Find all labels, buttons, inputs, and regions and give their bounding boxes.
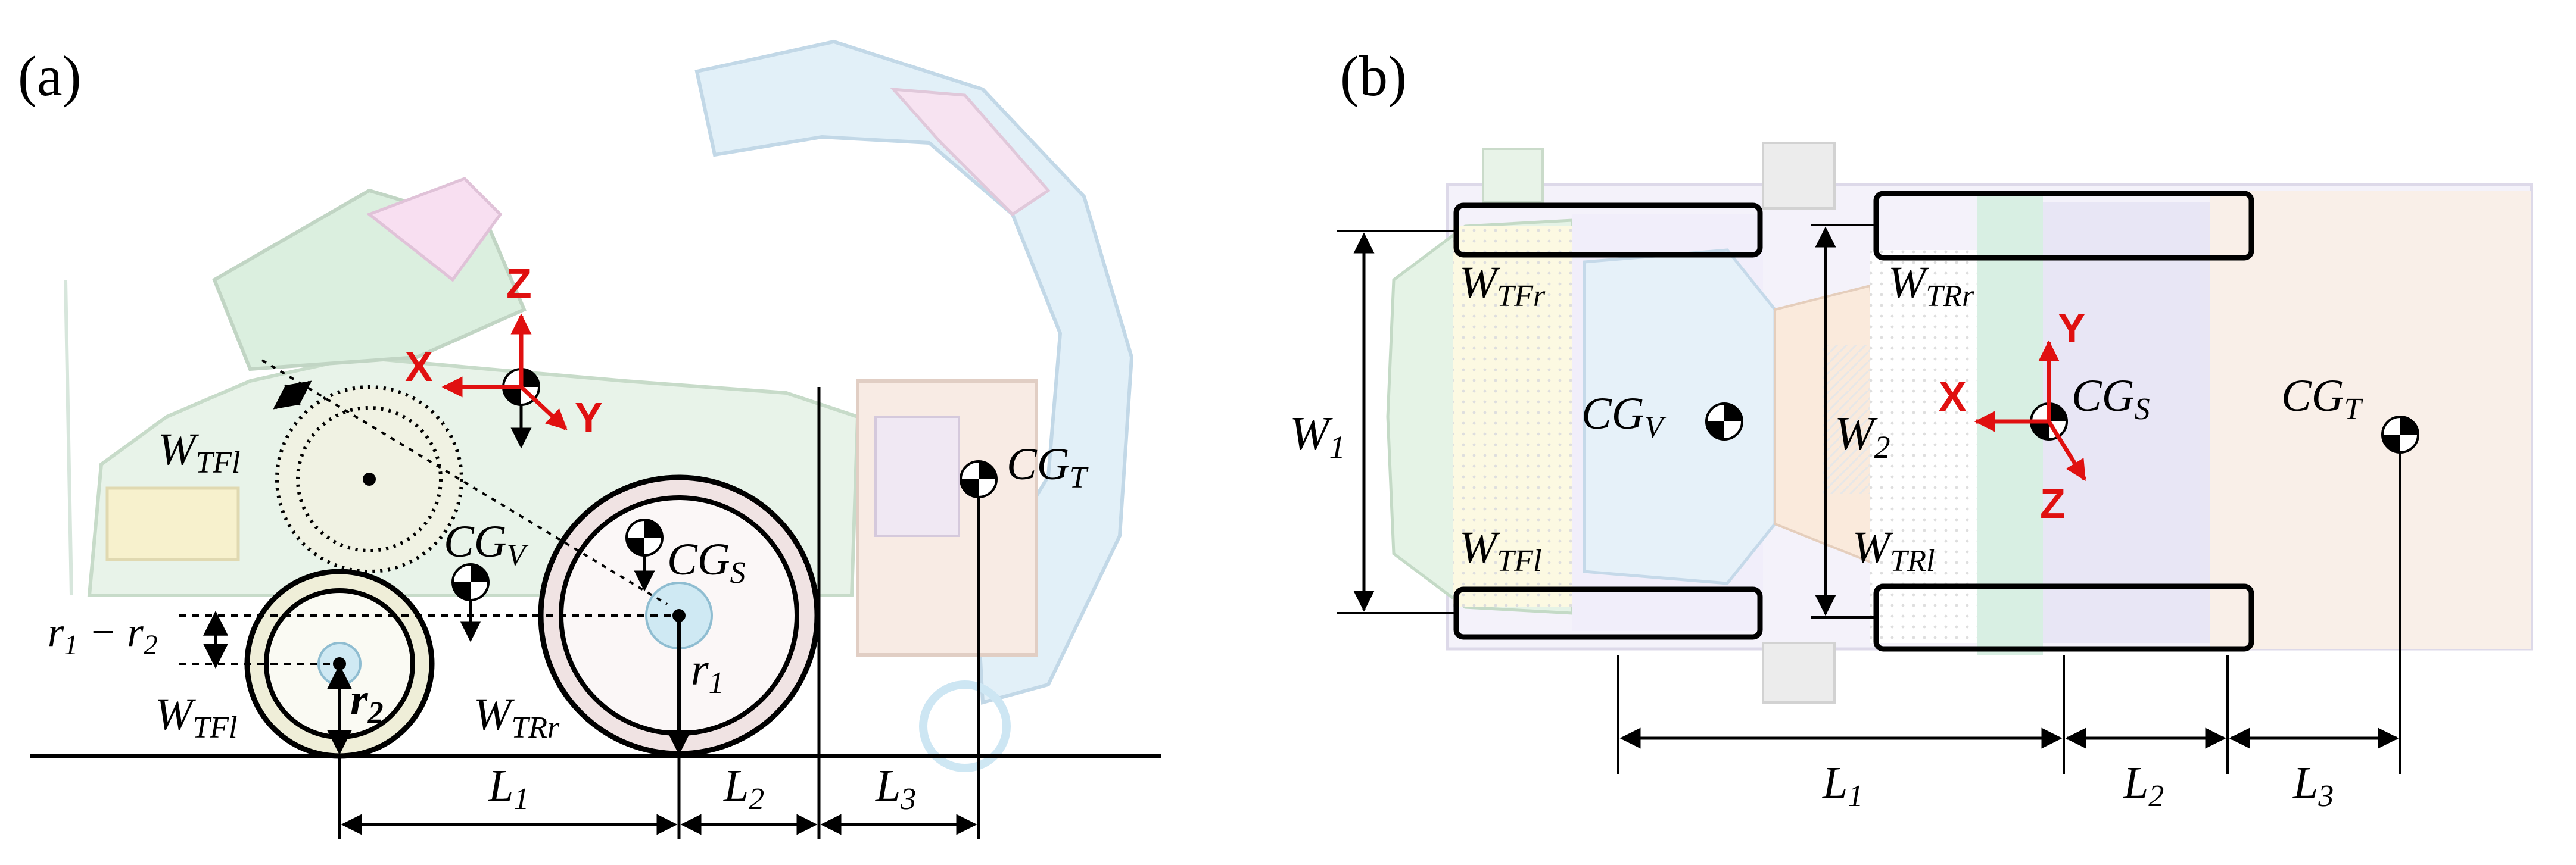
label-cgs: CGS — [2072, 371, 2150, 426]
axis-label-x: X — [1939, 373, 1967, 420]
wheel-center-point — [363, 473, 376, 486]
label-cgt: CGT — [2281, 371, 2363, 426]
label-cgv: CGV — [1581, 389, 1667, 444]
label-l3: L3 — [875, 761, 916, 816]
label-l3: L3 — [2292, 758, 2334, 813]
label-wtfr: WTFr — [1459, 258, 1546, 313]
panel-a: (a) — [18, 39, 1161, 839]
panel-b: (b) — [1289, 44, 2533, 813]
label-r2: r2 — [350, 674, 384, 730]
cg-marker-icon — [1705, 402, 1743, 441]
axis-label-y: Y — [575, 394, 603, 441]
cg-marker-icon — [451, 563, 490, 601]
label-wtrr: WTRr — [1888, 258, 1974, 313]
label-cgs: CGS — [667, 535, 746, 590]
label-wtrr: WTRr — [474, 689, 560, 745]
panel-b-tag: (b) — [1340, 44, 1407, 108]
axis-label-x: X — [405, 343, 433, 390]
label-w2: W2 — [1834, 408, 1890, 465]
coordinate-axes: Y X Z — [1939, 305, 2086, 527]
label-r1-minus-r2: r1 − r2 — [48, 610, 158, 661]
vehicle-side-view-illustration — [64, 39, 1134, 772]
wtfl-width-arrow — [273, 380, 312, 410]
label-cgv: CGV — [444, 517, 529, 572]
label-l1: L1 — [1822, 758, 1863, 813]
cg-marker-icon — [625, 519, 664, 557]
label-l2: L2 — [2123, 758, 2164, 813]
tilt-dashed-line — [261, 359, 668, 605]
label-wtfl-top: WTFl — [158, 424, 240, 480]
label-wtfl-bottom: WTFl — [155, 689, 237, 745]
cg-marker-icon — [960, 460, 998, 498]
label-l2: L2 — [723, 761, 764, 816]
label-w1: W1 — [1289, 408, 1345, 465]
coordinate-axes: Z X Y — [405, 260, 603, 441]
axis-label-z: Z — [506, 260, 532, 307]
axis-label-y: Y — [2058, 305, 2086, 351]
label-wtrl: WTRl — [1852, 523, 1935, 578]
panel-a-tag: (a) — [18, 44, 82, 108]
label-wtfl: WTFl — [1459, 523, 1541, 578]
label-l1: L1 — [488, 761, 529, 816]
label-cgt: CGT — [1007, 439, 1089, 495]
label-r1: r1 — [691, 645, 724, 700]
vehicle-top-view-illustration — [1386, 142, 2533, 704]
axis-label-z: Z — [2040, 480, 2066, 527]
cg-marker-icon — [2381, 416, 2419, 454]
